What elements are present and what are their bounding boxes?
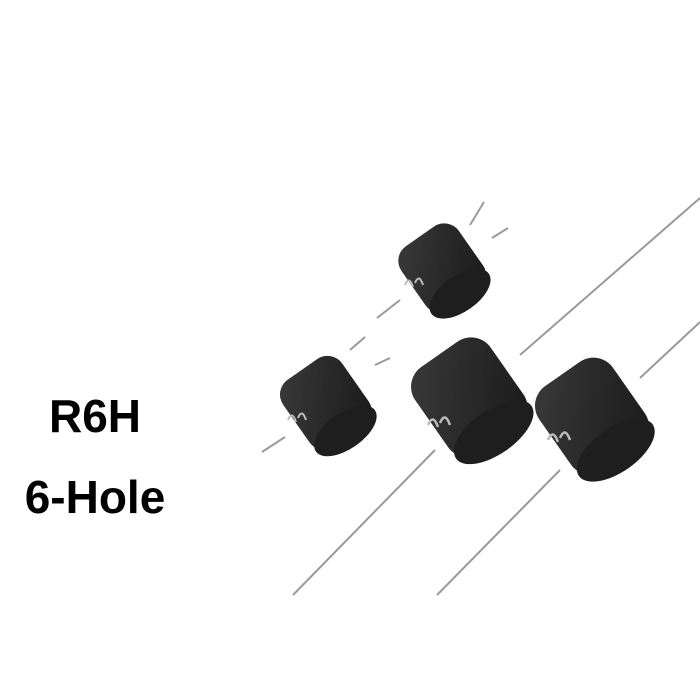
type-label: 6-Hole (24, 471, 166, 523)
wire-icon (292, 197, 700, 596)
large-bead-right (534, 357, 655, 482)
small-bead-left (261, 336, 391, 457)
large-bead-center (411, 337, 534, 465)
model-label: R6H (48, 390, 142, 442)
small-bead-top (376, 201, 509, 319)
